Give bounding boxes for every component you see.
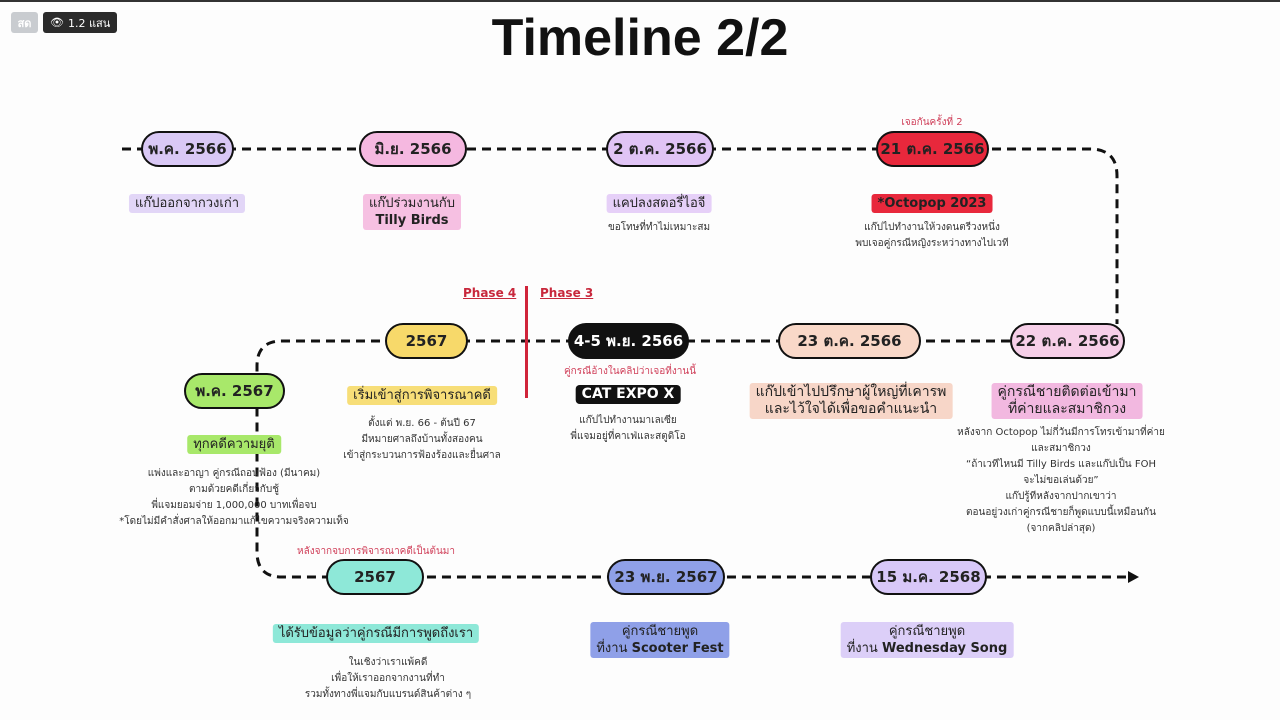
phase-4-label: Phase 4 <box>463 286 517 300</box>
date-pill: 23 พ.ย. 2567 <box>607 559 725 595</box>
event-top-note: คู่กรณีอ้างในคลิปว่าเจอที่งานนี้ <box>563 366 697 377</box>
date-pill: 23 ต.ค. 2566 <box>778 323 921 359</box>
event-label: แก๊ปออกจากวงเก่า <box>128 194 246 213</box>
live-badge: สด <box>11 12 38 33</box>
event-notes: ในเชิงว่าเราแพ้คดีเพื่อให้เราออกจากงานที… <box>304 657 472 700</box>
top-border <box>0 0 1280 2</box>
date-pill: พ.ค. 2567 <box>184 373 285 409</box>
date-pill: 15 ม.ค. 2568 <box>870 559 987 595</box>
event-label: คู่กรณีชายพูดที่งาน Wednesday Song <box>840 622 1014 658</box>
event-note: แก๊ปไปทำงานให้วงดนตรีวงหนึ่งพบเจอคู่กรณี… <box>855 222 1009 249</box>
view-count: 1.2 แสน <box>67 16 111 30</box>
date-pill: 2 ต.ค. 2566 <box>606 131 714 167</box>
event-label: ได้รับข้อมูลว่าคู่กรณีมีการพูดถึงเรา <box>272 624 480 643</box>
eye-icon: 👁 <box>50 16 64 29</box>
top-row-line <box>122 147 1119 324</box>
event-label: แคปลงสตอรี่ไอจี <box>606 194 712 213</box>
event-label: *Octopop 2023 <box>871 194 993 213</box>
page-title: Timeline 2/2 <box>491 9 789 67</box>
date-pill: พ.ค. 2566 <box>141 131 234 167</box>
date-pill: 2567 <box>385 323 468 359</box>
event-label: ทุกคดีความยุติ <box>187 435 281 454</box>
event-label: CAT EXPO X <box>575 385 681 404</box>
date-pill: มิ.ย. 2566 <box>359 131 467 167</box>
event-notes: หลังจาก Octopop ไม่กี่วันมีการโทรเข้ามาท… <box>957 427 1165 534</box>
date-pill: 2567 <box>326 559 424 595</box>
phase-3-label: Phase 3 <box>540 286 594 300</box>
event-notes: แพ่งและอาญา คู่กรณีถอนฟ้อง (มีนาคม)ตามด้… <box>119 468 349 527</box>
phase-divider <box>525 286 528 398</box>
event-note: แก๊ปไปทำงานมาเลเซียพี่แจมอยู่ที่คาเฟ่และ… <box>570 415 686 442</box>
event-label: คู่กรณีชายติดต่อเข้ามาที่ค่ายและสมาชิกวง <box>991 383 1143 419</box>
event-label: แก๊ปเข้าไปปรึกษาผู้ใหญ่ที่เคารพและไว้ใจไ… <box>749 383 953 419</box>
arrow-head-icon <box>1128 571 1139 583</box>
middle-row-line <box>255 339 1128 579</box>
date-pill: 22 ต.ค. 2566 <box>1010 323 1125 359</box>
event-note: ขอโทษที่ทำไม่เหมาะสม <box>607 222 711 233</box>
event-top-note: หลังจากจบการพิจารณาคดีเป็นต้นมา <box>296 546 456 557</box>
event-label: เริ่มเข้าสู่การพิจารณาคดี <box>347 386 497 405</box>
view-count-badge: 👁 1.2 แสน <box>43 12 118 33</box>
event-label: คู่กรณีชายพูดที่งาน Scooter Fest <box>590 622 730 658</box>
date-pill: 4-5 พ.ย. 2566 <box>568 323 689 359</box>
event-top-note: เจอกันครั้งที่ 2 <box>901 117 963 128</box>
date-pill: 21 ต.ค. 2566 <box>876 131 989 167</box>
